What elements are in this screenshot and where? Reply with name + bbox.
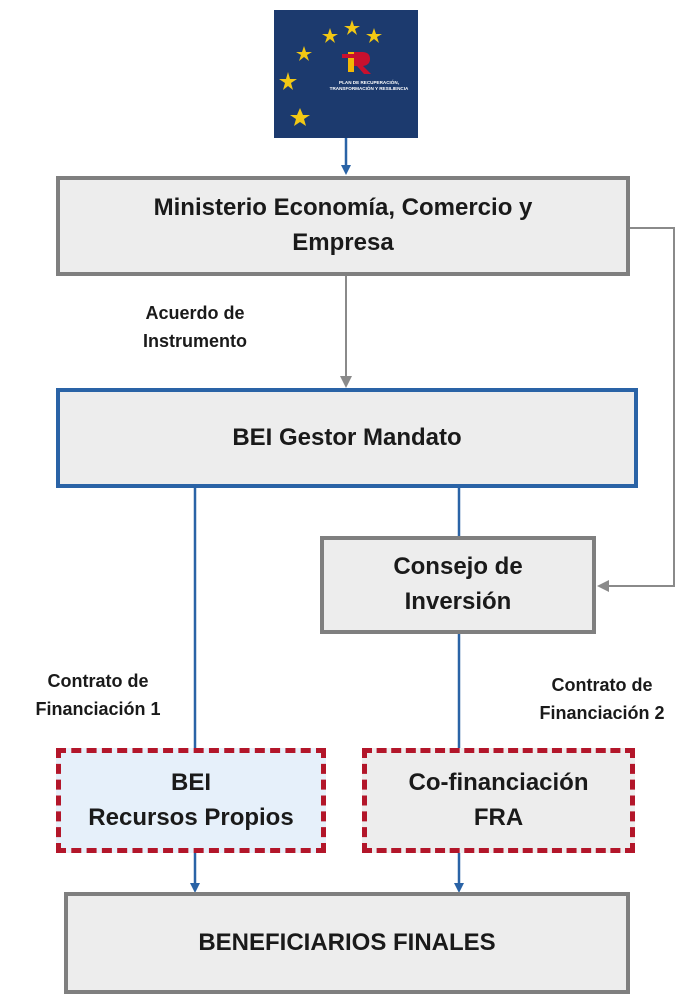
cofinanciacion-box: Co-financiación FRA — [362, 748, 635, 853]
acuerdo-label: Acuerdo de Instrumento — [142, 303, 247, 351]
eu-stars-icon — [279, 20, 382, 126]
contrato-2-label: Contrato de Financiación 2 — [539, 675, 665, 723]
bei-gestor-box: BEI Gestor Mandato — [56, 388, 638, 488]
ministerio-box: Ministerio Economía, Comercio y Empresa — [56, 176, 630, 276]
logo-caption: PLAN DE RECUPERACIÓN, TRANSFORMACIÓN Y R… — [329, 80, 409, 91]
consejo-box: Consejo de Inversión — [320, 536, 596, 634]
beneficiarios-box: BENEFICIARIOS FINALES — [64, 892, 630, 994]
plan-recuperacion-logo: PLAN DE RECUPERACIÓN, TRANSFORMACIÓN Y R… — [274, 10, 418, 138]
contrato-1-label: Contrato de Financiación 1 — [35, 671, 161, 719]
bei-recursos-box: BEI Recursos Propios — [56, 748, 326, 853]
plan-r-mark-icon — [342, 52, 371, 74]
ministerio-to-consejo-arrow — [597, 227, 675, 592]
